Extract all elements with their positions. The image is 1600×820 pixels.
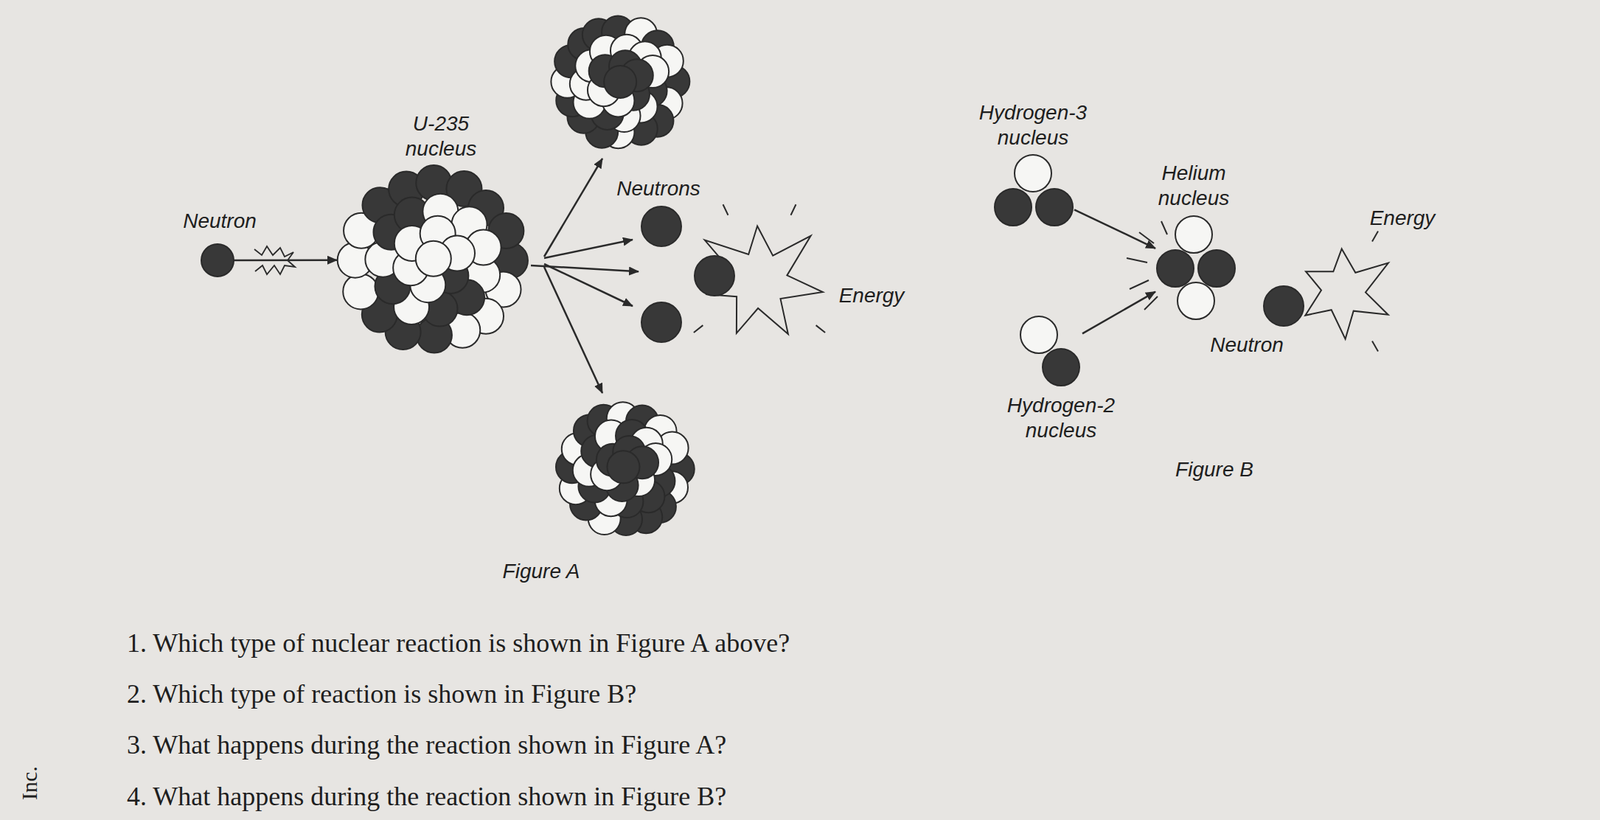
fusion-spark (1161, 221, 1168, 235)
node-label: Helium nucleus (1142, 160, 1246, 211)
neutron-node: Neutron (1263, 286, 1304, 326)
energy-ray (1372, 231, 1379, 242)
nucleus-node: Hydrogen-2 nucleus (1018, 314, 1083, 389)
energy-ray (693, 325, 704, 333)
neutron (994, 188, 1032, 226)
proton (1020, 316, 1058, 354)
neutron (694, 255, 735, 296)
neutron (201, 244, 234, 277)
fusion-spark (1129, 280, 1149, 290)
node-label: Neutron (1209, 332, 1284, 358)
reaction-arrow (233, 258, 337, 262)
energy-ray (791, 204, 797, 215)
neutron (641, 302, 682, 343)
nucleon (606, 450, 640, 483)
node-label: Hydrogen-2 nucleus (998, 392, 1124, 444)
question: 4. What happens during the reaction show… (126, 780, 727, 812)
reaction-arrow (530, 265, 639, 272)
nucleus-node: Hydrogen-3 nucleus (993, 153, 1075, 228)
nucleon (342, 273, 379, 309)
neutron (1263, 286, 1304, 326)
question: 3. What happens during the reaction show… (126, 729, 727, 761)
proton (1177, 282, 1215, 320)
energy-node: Energy (689, 212, 830, 349)
nucleon (603, 65, 637, 99)
neutron (641, 206, 682, 247)
question: 2. Which type of reaction is shown in Fi… (126, 678, 637, 710)
neutron (1156, 249, 1194, 287)
reaction-arrow (1074, 209, 1156, 249)
neutron-node: Neutron (201, 244, 234, 277)
node-label: U-235 nucleus (392, 111, 489, 162)
neutron (1042, 348, 1080, 386)
energy-burst (1305, 248, 1389, 339)
figure-caption: Figure B (1175, 457, 1254, 482)
energy-ray (723, 204, 729, 215)
proton (1175, 216, 1213, 253)
figure-caption: Figure A (502, 559, 581, 584)
node-label: Neutrons (616, 176, 701, 202)
node-label: Hydrogen-3 nucleus (970, 100, 1096, 151)
neutron (1035, 188, 1073, 226)
node-label: Energy (1369, 205, 1436, 231)
energy-node: Energy (1288, 237, 1398, 346)
node-label: Energy (839, 283, 905, 309)
nucleus-node: Helium nucleus (1155, 214, 1238, 322)
fusion-spark (1144, 296, 1158, 310)
publisher-mark: Inc. (16, 766, 43, 800)
energy-ray (1372, 341, 1379, 352)
proton (1014, 154, 1052, 192)
nucleus-node: U-235 nucleus (336, 168, 531, 352)
energy-ray (816, 325, 826, 333)
neutrons-node: Neutrons (638, 204, 736, 344)
fusion-spark (1126, 258, 1148, 263)
node-label: Neutron (182, 208, 257, 234)
reaction-arrow (1082, 291, 1156, 335)
nucleon (415, 241, 452, 277)
question: 1. Which type of nuclear reaction is sho… (126, 627, 790, 659)
neutron (1198, 249, 1236, 287)
